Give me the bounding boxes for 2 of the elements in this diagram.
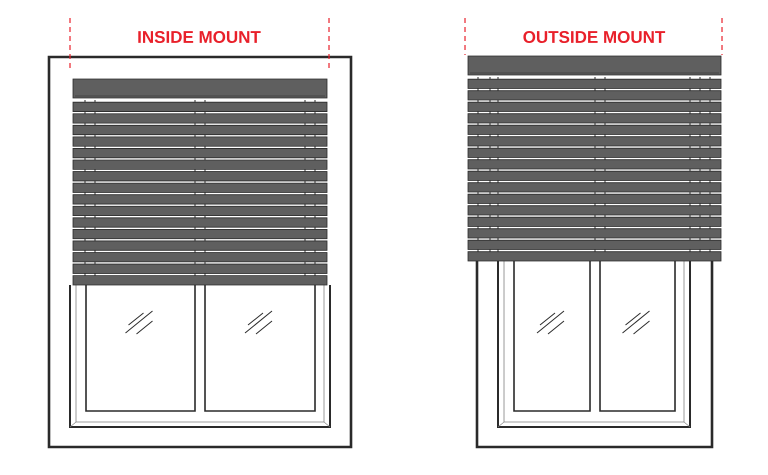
heading: INSIDE MOUNT <box>138 30 261 44</box>
heading: OUTSIDE MOUNT <box>523 30 666 44</box>
